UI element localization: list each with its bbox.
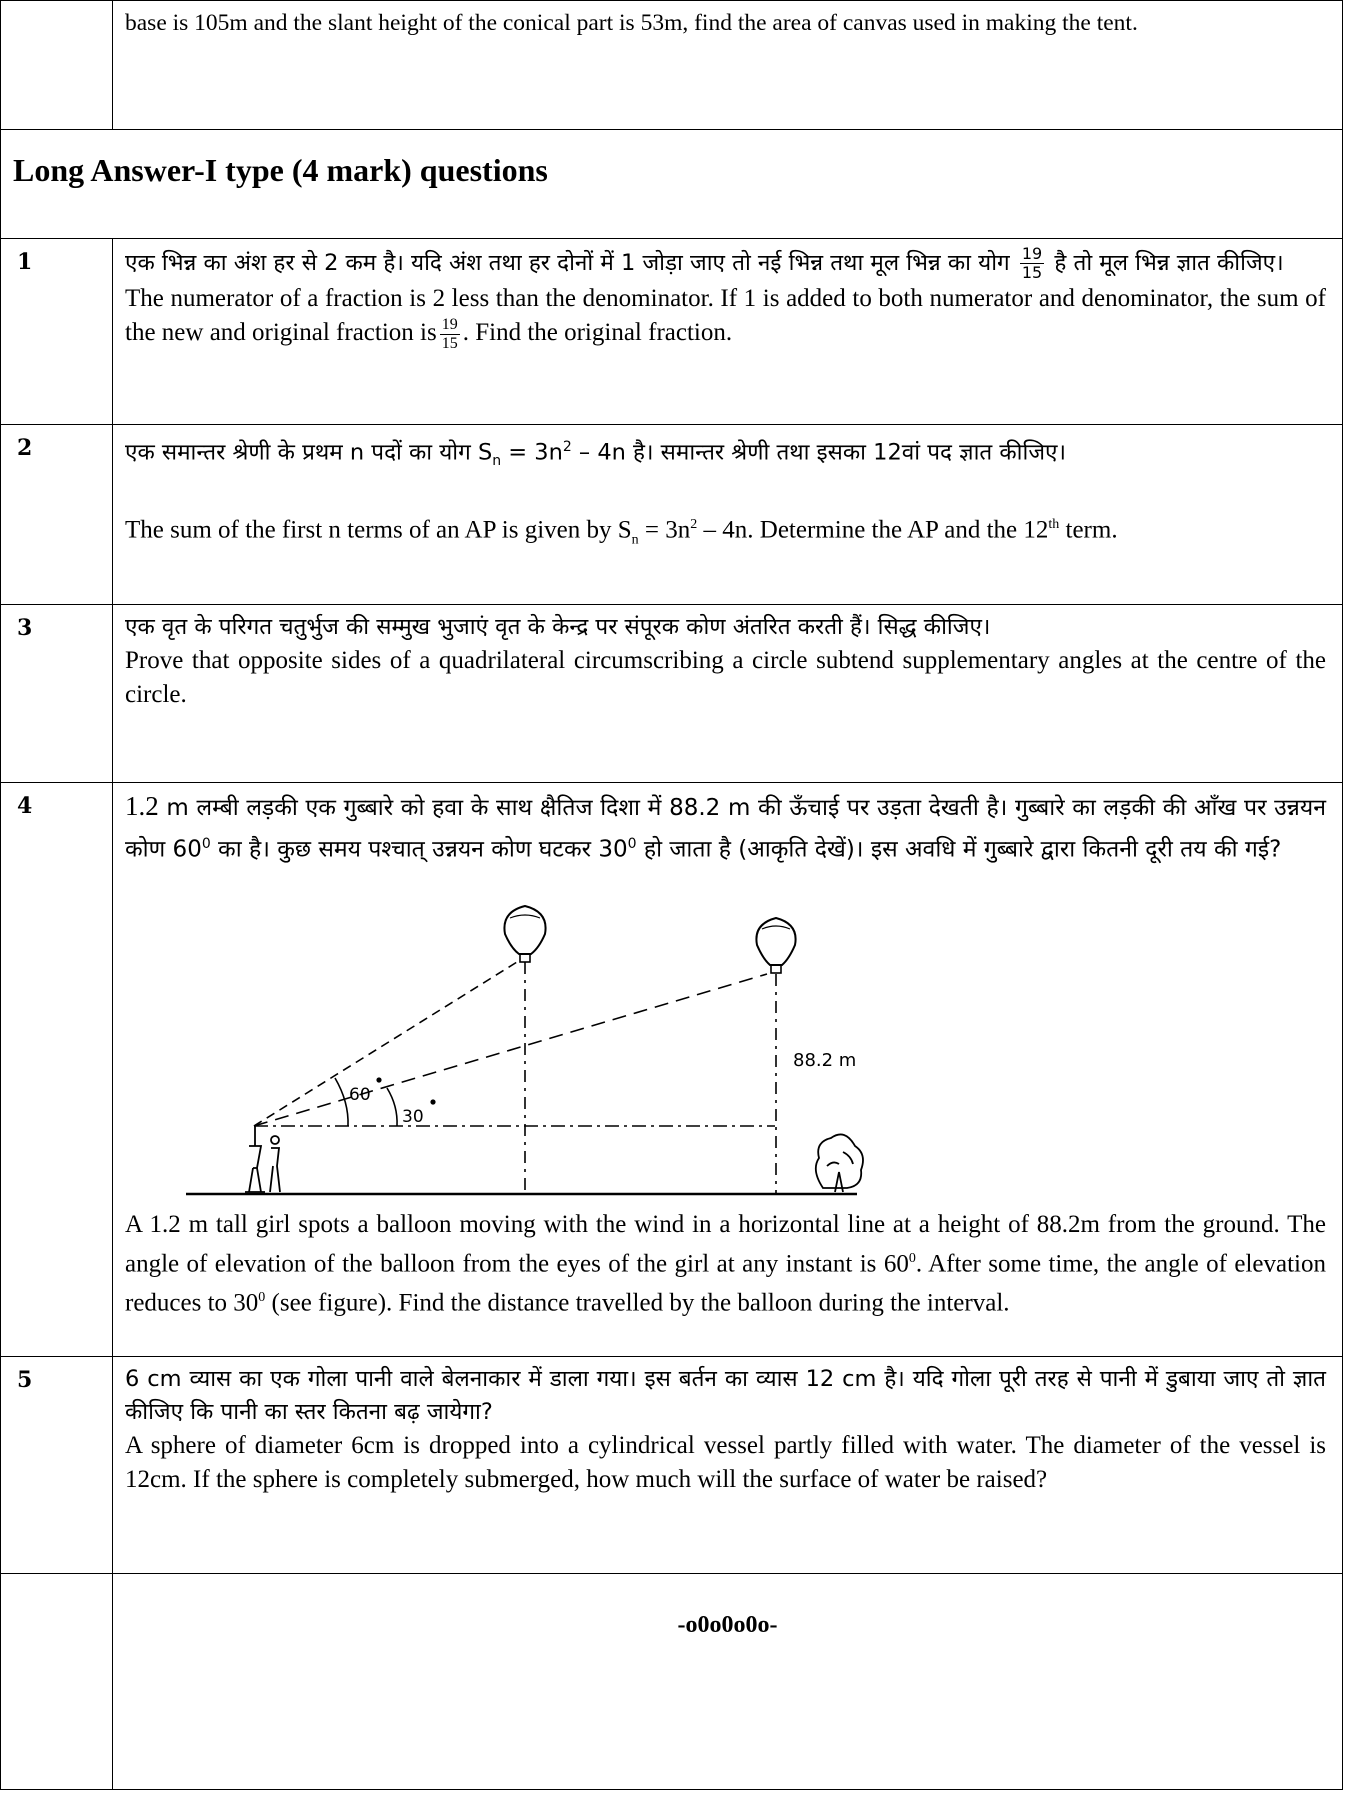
row-question-5: 5 6 cm व्यास का एक गोला पानी वाले बेलनाक… xyxy=(0,1356,1343,1574)
row-question-4: 4 1.2 m लम्बी लड़की एक गुब्बारे को हवा क… xyxy=(0,782,1343,1357)
sightline-60 xyxy=(253,960,518,1127)
row-section-heading: Long Answer-I type (4 mark) questions xyxy=(0,129,1343,239)
subscript-n: n xyxy=(631,532,639,548)
angle-label-30: 30 xyxy=(402,1107,424,1127)
q2-hindi-part-a: एक समान्तर श्रेणी के प्रथम n पदों का योग… xyxy=(125,439,493,466)
end-mark: -o0o0o0o- xyxy=(112,1573,1343,1790)
q2-hindi-part-b: = 3n xyxy=(501,439,563,466)
subscript-n: n xyxy=(492,453,502,469)
fraction-denominator: 15 xyxy=(1021,263,1043,282)
fraction-numerator: 19 xyxy=(439,316,460,335)
question-4-english: A 1.2 m tall girl spots a balloon moving… xyxy=(125,1208,1326,1321)
angle-arc-30 xyxy=(386,1087,398,1126)
q1-english-part-b: . Find the original fraction. xyxy=(462,319,733,347)
q2-english-part-c: – 4n. Determine the AP and the 12 xyxy=(697,516,1049,544)
q2-english-part-d: term. xyxy=(1059,516,1118,544)
question-3-english: Prove that opposite sides of a quadrilat… xyxy=(125,647,1326,708)
row-question-3: 3 एक वृत के परिगत चतुर्भुज की सम्मुख भुज… xyxy=(0,604,1343,783)
superscript-2: 2 xyxy=(690,517,698,532)
q2-english-part-b: = 3n xyxy=(638,516,691,544)
question-number: 1 xyxy=(0,238,113,425)
question-1-hindi: एक भिन्न का अंश हर से 2 कम है। यदि अंश त… xyxy=(125,245,1326,282)
row-question-2: 2 एक समान्तर श्रेणी के प्रथम n पदों का य… xyxy=(0,424,1343,605)
degree-mark: 0 xyxy=(201,836,211,852)
question-number: 5 xyxy=(0,1356,113,1574)
top-fragment-text: base is 105m and the slant height of the… xyxy=(112,0,1343,130)
row-number-empty xyxy=(0,0,113,130)
q2-english-part-a: The sum of the first n terms of an AP is… xyxy=(125,516,632,544)
fraction-denominator: 15 xyxy=(441,335,458,352)
question-2-hindi: एक समान्तर श्रेणी के प्रथम n पदों का योग… xyxy=(125,431,1326,478)
row-number-empty xyxy=(0,1573,113,1790)
question-number: 3 xyxy=(0,604,113,783)
height-label: 88.2 m xyxy=(793,1050,856,1071)
row-end: -o0o0o0o- xyxy=(0,1573,1343,1790)
row-top-fragment: base is 105m and the slant height of the… xyxy=(0,0,1343,130)
question-5-english: A sphere of diameter 6cm is dropped into… xyxy=(125,1432,1326,1493)
question-3-body: एक वृत के परिगत चतुर्भुज की सम्मुख भुजाए… xyxy=(112,604,1343,783)
section-heading: Long Answer-I type (4 mark) questions xyxy=(0,129,1343,239)
angle-label-60: 60 xyxy=(349,1085,371,1105)
q4-hindi-lead: 1.2 xyxy=(125,791,159,821)
q2-hindi-part-c: – 4n है। समान्तर श्रेणी तथा इसका 12वां प… xyxy=(571,439,1066,466)
question-number: 2 xyxy=(0,424,113,605)
q4-english-part-b: . After some time, the angle of elevatio… xyxy=(125,1249,1326,1317)
degree-mark: 0 xyxy=(258,1289,266,1305)
q1-hindi-part-a: एक भिन्न का अंश हर से 2 कम है। यदि अंश त… xyxy=(125,250,1010,276)
q4-hindi-part-a: m लम्बी लड़की एक गुब्बारे को हवा के साथ … xyxy=(125,795,1326,863)
degree-dot-60 xyxy=(376,1077,382,1083)
superscript-2: 2 xyxy=(562,439,572,455)
balloon-elevation-figure: 60 30 88.2 m xyxy=(186,904,864,1195)
balloon-1 xyxy=(503,904,547,963)
question-1-english: The numerator of a fraction is 2 less th… xyxy=(125,282,1326,353)
q4-hindi-part-c: हो जाता है (आकृति देखें)। इस अवधि में गु… xyxy=(636,836,1282,863)
question-4-hindi: 1.2 m लम्बी लड़की एक गुब्बारे को हवा के … xyxy=(125,789,1326,868)
question-4-body: 1.2 m लम्बी लड़की एक गुब्बारे को हवा के … xyxy=(112,782,1343,1357)
degree-mark: 0 xyxy=(627,836,637,852)
tree xyxy=(814,1133,864,1192)
q1-english-part-a: The numerator of a fraction is 2 less th… xyxy=(125,285,1326,347)
question-5-body: 6 cm व्यास का एक गोला पानी वाले बेलनाकार… xyxy=(112,1356,1343,1574)
question-1-body: एक भिन्न का अंश हर से 2 कम है। यदि अंश त… xyxy=(112,238,1343,425)
balloon-2 xyxy=(755,916,797,974)
degree-dot-30 xyxy=(430,1099,436,1105)
q4-english-part-a: A 1.2 m tall girl spots a balloon moving… xyxy=(125,1210,1326,1277)
superscript-th: th xyxy=(1048,517,1060,532)
sightline-30 xyxy=(253,972,768,1127)
q1-hindi-part-b: है तो मूल भिन्न ज्ञात कीजिए। xyxy=(1054,250,1284,276)
question-3-hindi: एक वृत के परिगत चतुर्भुज की सम्मुख भुजाए… xyxy=(125,614,991,640)
question-number: 4 xyxy=(0,782,113,1357)
question-2-body: एक समान्तर श्रेणी के प्रथम n पदों का योग… xyxy=(112,424,1343,605)
girl-figures xyxy=(245,1125,281,1193)
angle-arc-60 xyxy=(334,1077,349,1126)
row-question-1: 1 एक भिन्न का अंश हर से 2 कम है। यदि अंश… xyxy=(0,238,1343,425)
question-5-hindi: 6 cm व्यास का एक गोला पानी वाले बेलनाकार… xyxy=(125,1366,1326,1425)
q4-english-part-c: (see figure). Find the distance travelle… xyxy=(265,1289,1010,1317)
question-2-english: The sum of the first n terms of an AP is… xyxy=(125,508,1326,557)
degree-mark: 0 xyxy=(908,1250,916,1266)
q4-hindi-part-b: का है। कुछ समय पश्चात् उन्नयन कोण घटकर 3… xyxy=(210,836,628,863)
fraction-numerator: 19 xyxy=(1019,244,1045,264)
